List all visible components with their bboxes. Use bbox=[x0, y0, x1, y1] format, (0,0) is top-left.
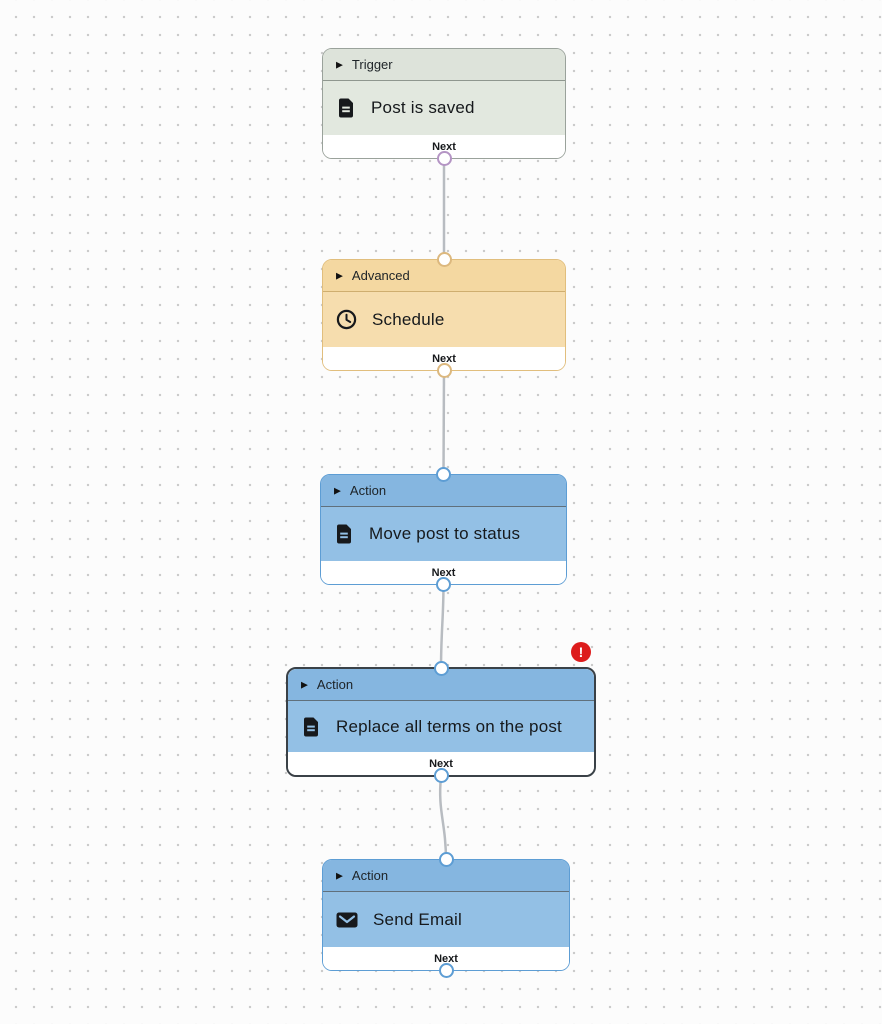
node-body[interactable]: Replace all terms on the post bbox=[288, 701, 594, 752]
output-port[interactable] bbox=[436, 151, 452, 166]
collapse-arrow-icon[interactable]: ▶ bbox=[336, 59, 343, 70]
node-action-send-email[interactable]: ▶ Action Send Email Next bbox=[322, 852, 570, 978]
node-category-label: Advanced bbox=[351, 268, 410, 283]
envelope-icon bbox=[336, 912, 358, 927]
next-label: Next bbox=[432, 352, 456, 365]
node-advanced-schedule[interactable]: ▶ Advanced Schedule Next bbox=[322, 252, 566, 378]
node-title: Schedule bbox=[372, 309, 445, 329]
node-action-move-post-to-status[interactable]: ▶ Action Move post to status Next bbox=[320, 467, 567, 592]
node-category-label: Action bbox=[349, 483, 387, 498]
output-port[interactable] bbox=[438, 963, 454, 978]
collapse-arrow-icon[interactable]: ▶ bbox=[336, 270, 343, 281]
document-icon bbox=[304, 717, 318, 736]
node-header[interactable]: ▶ Trigger bbox=[323, 49, 565, 81]
node-category-label: Action bbox=[316, 677, 354, 692]
node-footer-next: Next bbox=[323, 947, 569, 970]
collapse-arrow-icon[interactable]: ▶ bbox=[336, 870, 343, 881]
node-category-label: Trigger bbox=[351, 57, 393, 72]
input-port[interactable] bbox=[436, 467, 451, 482]
connection-line bbox=[438, 775, 448, 862]
connection-line bbox=[442, 369, 446, 477]
node-action-replace-all-terms[interactable]: ! ▶ Action Replace all terms on the post… bbox=[286, 642, 596, 783]
node-trigger-post-is-saved[interactable]: ▶ Trigger Post is saved Next bbox=[322, 48, 566, 166]
output-port[interactable] bbox=[436, 577, 451, 592]
input-port[interactable] bbox=[436, 252, 452, 267]
node-body[interactable]: Schedule bbox=[323, 292, 565, 347]
node-title: Move post to status bbox=[369, 524, 521, 543]
node-footer-next: Next bbox=[288, 752, 594, 775]
output-port[interactable] bbox=[433, 768, 449, 783]
next-label: Next bbox=[429, 757, 453, 770]
input-port[interactable] bbox=[433, 661, 449, 676]
node-title: Send Email bbox=[373, 909, 462, 929]
next-label: Next bbox=[434, 952, 458, 965]
node-footer-next: Next bbox=[323, 347, 565, 370]
node-body[interactable]: Post is saved bbox=[323, 81, 565, 135]
node-header[interactable]: ▶ Action bbox=[323, 860, 569, 892]
collapse-arrow-icon[interactable]: ▶ bbox=[334, 485, 341, 496]
connection-line bbox=[439, 583, 445, 670]
next-label: Next bbox=[432, 140, 456, 153]
node-title: Post is saved bbox=[371, 98, 475, 117]
clock-icon bbox=[336, 309, 357, 330]
input-port[interactable] bbox=[438, 852, 454, 867]
node-title: Replace all terms on the post bbox=[336, 716, 562, 736]
node-body[interactable]: Send Email bbox=[323, 892, 569, 947]
document-icon bbox=[339, 98, 353, 118]
output-port[interactable] bbox=[436, 363, 452, 378]
node-footer-next: Next bbox=[321, 561, 566, 584]
node-footer-next: Next bbox=[323, 135, 565, 158]
node-category-label: Action bbox=[351, 868, 389, 883]
node-body[interactable]: Move post to status bbox=[321, 507, 566, 561]
document-icon bbox=[337, 524, 351, 544]
collapse-arrow-icon[interactable]: ▶ bbox=[301, 679, 308, 690]
node-header[interactable]: ▶ Action bbox=[321, 475, 566, 507]
next-label: Next bbox=[431, 566, 456, 579]
error-badge: ! bbox=[571, 642, 591, 662]
